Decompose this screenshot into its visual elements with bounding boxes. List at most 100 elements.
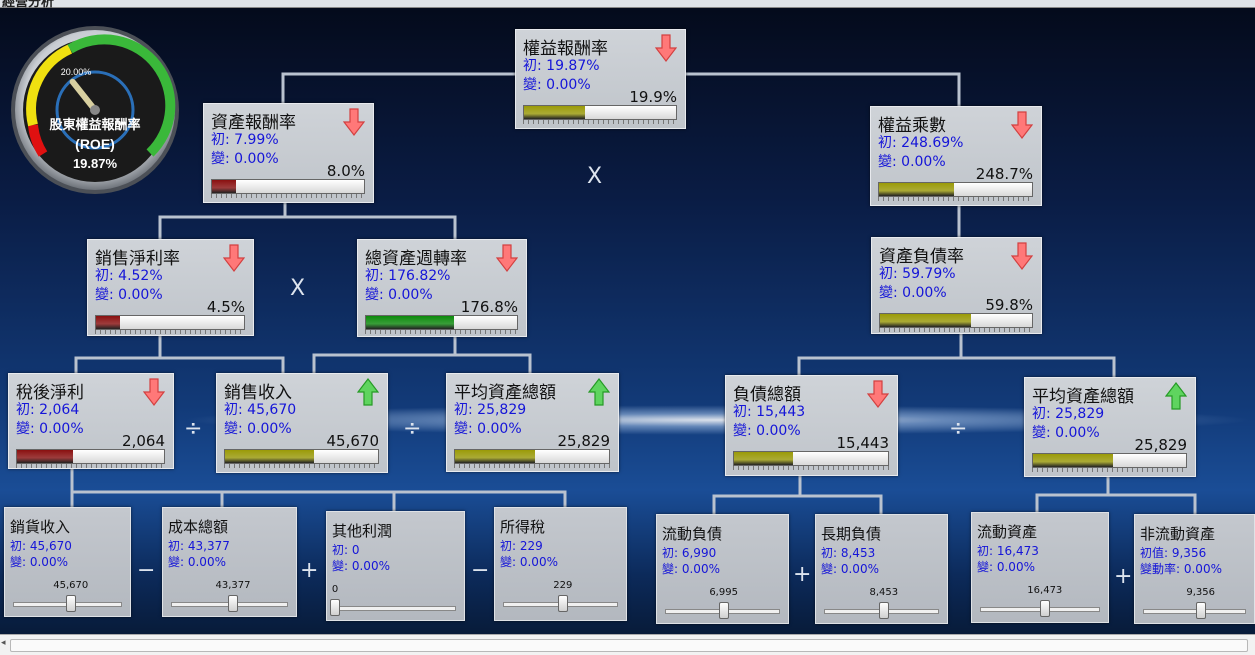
node-change: 變: 0.00% xyxy=(95,287,163,303)
arrow-down-icon xyxy=(1010,111,1034,139)
node-initial: 初: 4.52% xyxy=(95,268,163,284)
leaf-change: 變: 0.00% xyxy=(662,562,720,576)
node-initial: 初: 248.69% xyxy=(878,135,964,151)
scrollbar-track[interactable] xyxy=(10,639,1248,652)
multiply-operator-left: X xyxy=(290,276,306,301)
leaf-slider-track[interactable] xyxy=(1143,609,1246,614)
node-progress-fill xyxy=(96,316,120,329)
node-progress-fill xyxy=(225,450,314,463)
node-progress-bar xyxy=(879,313,1033,328)
node-progress-fill xyxy=(366,316,454,329)
node-progress-ticks xyxy=(16,464,165,468)
node-progress-ticks xyxy=(733,466,889,470)
leaf-title: 銷貨收入 xyxy=(10,518,71,536)
leaf-slider-thumb[interactable] xyxy=(330,599,340,616)
leaf-change: 變動率: 0.00% xyxy=(1140,562,1222,576)
node-initial: 初: 45,670 xyxy=(224,402,297,418)
leaf-slider-thumb[interactable] xyxy=(65,595,76,612)
leaf-slider-thumb[interactable] xyxy=(718,602,729,619)
multiply-operator-top: X xyxy=(587,164,603,189)
node-progress-fill xyxy=(879,183,954,196)
leaf-change: 變: 0.00% xyxy=(332,559,390,573)
node-value: 45,670 xyxy=(326,432,380,450)
node-value: 19.9% xyxy=(629,88,677,106)
node-value: 176.8% xyxy=(460,298,518,316)
plus-operator-1: + xyxy=(300,558,319,583)
arrow-up-icon xyxy=(1164,382,1188,410)
node-change: 變: 0.00% xyxy=(365,287,433,303)
leaf-initial: 初: 45,670 xyxy=(10,539,72,553)
node-initial: 初: 15,443 xyxy=(733,404,806,420)
roe-gauge: 20.00% 股東權益報酬率 (ROE) 19.87% xyxy=(11,26,179,194)
arrow-down-icon xyxy=(142,378,166,406)
arrow-down-icon xyxy=(1010,242,1034,270)
node-progress-bar xyxy=(16,449,165,464)
leaf-title: 流動負債 xyxy=(662,525,723,543)
node-change: 變: 0.00% xyxy=(523,77,591,93)
node-debt-ratio[interactable]: 資產負債率初: 59.79%變: 0.00%59.8% xyxy=(871,237,1042,334)
node-roa[interactable]: 資產報酬率初: 7.99%變: 0.00%8.0% xyxy=(203,103,374,203)
node-initial: 初: 25,829 xyxy=(454,402,527,418)
divide-operator-1: ÷ xyxy=(184,416,203,441)
node-progress-bar xyxy=(365,315,518,330)
node-equity-multiplier[interactable]: 權益乘數初: 248.69%變: 0.00%248.7% xyxy=(870,106,1042,206)
node-progress-fill xyxy=(734,452,793,465)
leaf-slider-thumb[interactable] xyxy=(878,602,889,619)
node-title: 銷售淨利率 xyxy=(95,249,180,269)
gauge-needle-label: 20.00% xyxy=(61,67,92,77)
leaf-slider-track[interactable] xyxy=(335,606,456,611)
node-change: 變: 0.00% xyxy=(879,285,947,301)
minus-operator-1: − xyxy=(137,558,156,583)
node-progress-bar xyxy=(1032,453,1187,468)
node-value: 4.5% xyxy=(206,298,245,316)
node-progress-fill xyxy=(1033,454,1113,467)
node-title: 平均資產總額 xyxy=(1032,387,1134,407)
node-net-margin[interactable]: 銷售淨利率初: 4.52% 變: 0.00% 4.5% xyxy=(87,239,254,336)
leaf-slider-thumb[interactable] xyxy=(1039,600,1050,617)
node-value: 59.8% xyxy=(985,296,1033,314)
node-asset-turnover[interactable]: 總資產週轉率初: 176.82%變: 0.00%176.8% xyxy=(357,239,527,337)
leaf-slider-thumb[interactable] xyxy=(557,595,568,612)
leaf-initial: 初: 8,453 xyxy=(821,546,876,560)
node-title: 權益報酬率 xyxy=(523,39,608,59)
leaf-title: 流動資產 xyxy=(977,523,1038,541)
scroll-left-icon[interactable]: ◂ xyxy=(1,638,6,648)
node-progress-fill xyxy=(455,450,536,463)
node-title: 總資產週轉率 xyxy=(365,249,467,269)
leaf-change: 變: 0.00% xyxy=(168,555,226,569)
arrow-down-icon xyxy=(342,108,366,136)
arrow-down-icon xyxy=(866,380,890,408)
leaf-slider-thumb[interactable] xyxy=(228,595,238,612)
node-title: 資產負債率 xyxy=(879,247,964,267)
node-initial: 初: 19.87% xyxy=(523,58,600,74)
node-change: 變: 0.00% xyxy=(733,423,801,439)
leaf-initial: 初值: 9,356 xyxy=(1140,546,1207,560)
leaf-slider-value: 8,453 xyxy=(869,587,899,598)
leaf-slider-value: 6,995 xyxy=(709,587,738,598)
leaf-slider-value: 9,356 xyxy=(1186,587,1215,598)
node-progress-bar xyxy=(523,105,677,120)
node-value: 248.7% xyxy=(975,165,1033,183)
node-title: 稅後淨利 xyxy=(16,383,84,403)
leaf-title: 所得稅 xyxy=(500,518,546,536)
gauge-label-line1: 股東權益報酬率 xyxy=(49,117,140,133)
node-title: 銷售收入 xyxy=(224,383,292,403)
gauge-needle xyxy=(69,78,98,113)
node-progress-bar xyxy=(878,182,1033,197)
node-roe[interactable]: 權益報酬率初: 19.87% 變: 0.00% 19.9% xyxy=(515,29,686,129)
gauge-value: 19.87% xyxy=(73,156,118,171)
leaf-slider-thumb[interactable] xyxy=(1195,602,1206,619)
node-progress-ticks xyxy=(95,330,245,334)
node-value: 25,829 xyxy=(1134,436,1188,454)
horizontal-scrollbar[interactable]: ◂ xyxy=(0,634,1255,655)
node-progress-fill xyxy=(212,180,237,193)
